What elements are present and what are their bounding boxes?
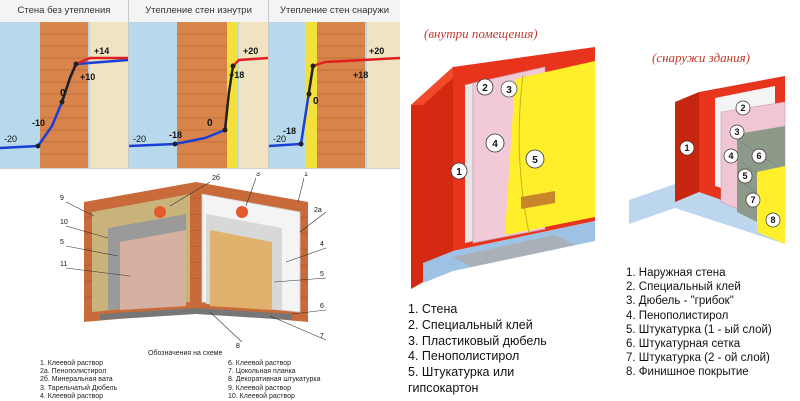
callout-label: 2а bbox=[314, 207, 322, 214]
callout-number: 6 bbox=[756, 151, 761, 161]
label-value: -18 bbox=[169, 130, 182, 140]
legend-item: 2б. Минеральная вата bbox=[40, 376, 113, 384]
legend-item: 2а. Пенополистирол bbox=[40, 368, 107, 376]
legend-item: 8. Финишное покрытие bbox=[626, 366, 749, 379]
label-value: +10 bbox=[80, 72, 95, 82]
callout-label: 8 bbox=[236, 343, 240, 350]
panel-title: Утепление стен снаружи bbox=[269, 0, 400, 23]
label-value: -20 bbox=[273, 134, 286, 144]
label-value: +20 bbox=[243, 46, 258, 56]
outside-insulation-diagram: 1 2 3 4 5 6 7 8 bbox=[625, 72, 795, 262]
outside-diagram-illustration: 1 2 3 4 5 6 7 8 bbox=[629, 76, 786, 244]
legend-item: гипсокартон bbox=[408, 380, 479, 395]
outside-legend: 1. Наружная стена 2. Специальный клей 3.… bbox=[626, 266, 772, 380]
callout-label: 10 bbox=[60, 219, 68, 226]
temperature-graphs-strip: Стена без утепления +14 +10 0 -10 bbox=[0, 0, 400, 169]
callout-number: 1 bbox=[684, 143, 689, 153]
legend-item: 1. Стена bbox=[408, 302, 458, 316]
corner-diagram-illustration: 2б 3 1 2а 9 10 5 11 4 5 6 7 8 bbox=[60, 171, 327, 350]
inside-legend: 1. Стена 2. Специальный клей 3. Пластико… bbox=[408, 302, 547, 397]
legend-item: 8. Декоративная штукатурка bbox=[228, 376, 321, 384]
legend-item: 10. Клеевой раствор bbox=[228, 392, 295, 400]
legend-item: 7. Штукатурка (2 - ой слой) bbox=[626, 352, 770, 365]
callout-number: 3 bbox=[506, 85, 512, 96]
legend-item: 3. Дюбель - "грибок" bbox=[626, 295, 734, 308]
divider bbox=[128, 0, 129, 168]
legend-item: 1. Наружная стена bbox=[626, 267, 726, 279]
label-value: -20 bbox=[4, 134, 17, 144]
panel-title: Утепление стен изнутри bbox=[129, 0, 268, 23]
panel-inside-insulation: Утепление стен изнутри +20 +18 0 bbox=[129, 0, 268, 168]
panel-outside-insulation: Утепление стен снаружи +20 +18 0 bbox=[269, 0, 400, 168]
graph-outside-insulation: +20 +18 0 -18 -20 bbox=[269, 22, 400, 168]
callout-label: 6 bbox=[320, 303, 324, 310]
callout-number: 2 bbox=[740, 103, 745, 113]
legend-item: 4. Пенополистирол bbox=[408, 349, 520, 364]
label-value: 0 bbox=[207, 118, 213, 129]
label-value: +20 bbox=[369, 46, 384, 56]
legend-item: 9. Клеевой раствор bbox=[228, 384, 292, 392]
callout-number: 2 bbox=[482, 83, 488, 94]
callout-label: 9 bbox=[60, 195, 64, 202]
label-value: -18 bbox=[283, 126, 296, 136]
corner-legend-right: 6. Клеевой раствор 7. Цокольная планка 8… bbox=[228, 360, 320, 401]
legend-item: 3. Пластиковый дюбель bbox=[408, 333, 547, 348]
legend-title: Обозначения на схеме bbox=[148, 350, 223, 357]
callout-label: 1 bbox=[304, 172, 308, 178]
legend-item: 7. Цокольная планка bbox=[228, 368, 296, 376]
inside-caption: (внутри помещения) bbox=[424, 26, 538, 41]
callout-number: 7 bbox=[750, 195, 755, 205]
callout-label: 7 bbox=[320, 333, 324, 340]
divider bbox=[268, 0, 269, 168]
callout-number: 4 bbox=[492, 139, 498, 150]
corner-insulation-diagram: 2б 3 1 2а 9 10 5 11 4 5 6 7 8 bbox=[60, 171, 332, 350]
inside-insulation-diagram: 1 2 3 4 5 bbox=[405, 45, 610, 295]
legend-item: 4. Пенополистирол bbox=[626, 309, 729, 322]
callout-label: 11 bbox=[60, 261, 67, 268]
callout-label: 4 bbox=[320, 241, 324, 248]
legend-item: 1. Клеевой раствор bbox=[40, 360, 104, 367]
callout-label: 3 bbox=[256, 172, 260, 178]
callout-number: 5 bbox=[532, 155, 538, 166]
label-value: +14 bbox=[94, 46, 109, 56]
panel-no-insulation: Стена без утепления +14 +10 0 -10 bbox=[0, 0, 128, 168]
panel-title: Стена без утепления bbox=[0, 0, 128, 23]
corner-legend-left: 1. Клеевой раствор 2а. Пенополистирол 2б… bbox=[40, 360, 117, 401]
legend-item: 6. Клеевой раствор bbox=[228, 360, 292, 367]
label-value: 0 bbox=[313, 96, 319, 107]
label-value: -10 bbox=[32, 118, 45, 128]
label-value: 0 bbox=[60, 88, 66, 99]
graph-inside-insulation: +20 +18 0 -18 -20 bbox=[129, 22, 268, 168]
legend-item: 3. Тарельчатый Дюбель bbox=[40, 384, 118, 392]
legend-item: 4. Клеевой раствор bbox=[40, 392, 104, 400]
legend-item: 2. Специальный клей bbox=[626, 281, 741, 294]
callout-number: 5 bbox=[742, 171, 747, 181]
legend-item: 2. Специальный клей bbox=[408, 317, 533, 332]
inside-diagram-illustration: 1 2 3 4 5 bbox=[411, 47, 595, 289]
label-value: -20 bbox=[133, 134, 146, 144]
outside-caption: (снаружи здания) bbox=[652, 50, 750, 65]
callout-label: 2б bbox=[212, 174, 220, 182]
callout-label: 5 bbox=[320, 271, 324, 278]
legend-item: 6. Штукатурная сетка bbox=[626, 337, 741, 350]
legend-item: 5. Штукатурка (1 - ый слой) bbox=[626, 323, 772, 336]
graph-no-insulation: +14 +10 0 -10 -20 bbox=[0, 22, 128, 168]
legend-item: 5. Штукатурка или bbox=[408, 365, 515, 380]
callout-number: 3 bbox=[734, 127, 739, 137]
callout-number: 1 bbox=[456, 167, 462, 178]
callout-number: 8 bbox=[770, 215, 775, 225]
label-value: +18 bbox=[353, 70, 368, 80]
callout-number: 4 bbox=[728, 151, 733, 161]
callout-label: 5 bbox=[60, 239, 64, 246]
label-value: +18 bbox=[229, 70, 244, 80]
